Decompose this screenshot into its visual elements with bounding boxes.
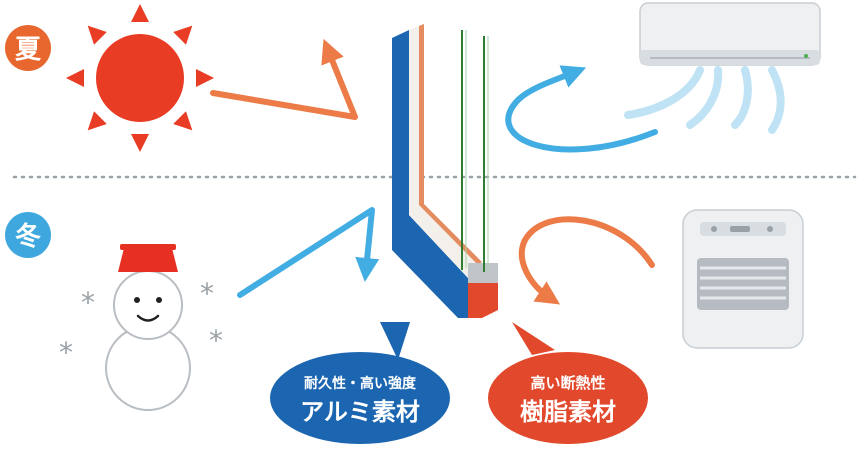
resin-subtitle: 高い断熱性 <box>530 374 605 392</box>
aluminum-callout: 耐久性・高い強度 アルミ素材 <box>270 322 450 444</box>
aluminum-title: アルミ素材 <box>300 398 420 426</box>
summer-badge: 夏 <box>5 25 51 71</box>
summer-cool-arrow <box>505 65 658 153</box>
summer-heat-arrow <box>210 38 358 120</box>
svg-text:*: * <box>59 336 73 369</box>
air-conditioner-icon <box>639 2 821 66</box>
sun-icon <box>66 4 214 152</box>
snowman-icon <box>105 244 191 411</box>
resin-callout: 高い断熱性 樹脂素材 <box>488 322 648 444</box>
snowflakes: * * * * <box>59 277 223 369</box>
cool-air-streams <box>624 66 785 134</box>
svg-text:*: * <box>209 324 223 357</box>
winter-warm-arrow <box>518 216 655 305</box>
winter-badge: 冬 <box>5 212 51 258</box>
resin-title: 樹脂素材 <box>520 398 616 426</box>
svg-text:*: * <box>81 286 95 319</box>
winter-cold-arrow <box>237 207 380 298</box>
winter-label: 冬 <box>15 222 41 252</box>
summer-label: 夏 <box>15 35 42 65</box>
heater-icon <box>682 209 804 349</box>
svg-text:*: * <box>200 277 214 310</box>
window-frame-cross-section <box>392 24 498 318</box>
aluminum-subtitle: 耐久性・高い強度 <box>304 375 417 392</box>
